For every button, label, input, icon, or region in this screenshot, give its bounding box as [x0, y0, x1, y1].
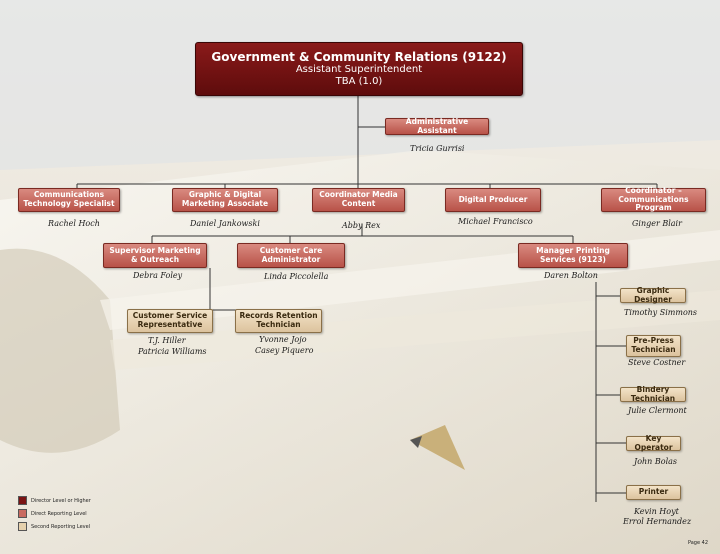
director-subtitle: Assistant Superintendent [295, 64, 423, 76]
records-name-2: Casey Piquero [255, 346, 314, 355]
printer-name-2: Errol Hernandez [623, 517, 692, 526]
bindery-label: Bindery Technician [630, 384, 676, 403]
records-name-1: Yvonne Jojo [259, 335, 307, 344]
admin-assistant-box: Administrative Assistant [385, 116, 489, 135]
admin-assistant-name: Tricia Gurrisi [410, 144, 465, 153]
customer-care-box: Customer Care Administrator [237, 243, 345, 268]
csr-name-1: T.J. Hiller [148, 336, 186, 345]
media-content-label: Coordinator Media Content [319, 190, 398, 208]
legend-direct: Direct Reporting Level [18, 509, 87, 518]
comm-program-box: Coordinator – Communications Program [601, 186, 706, 213]
records-retention-box: Records Retention Technician [235, 309, 322, 333]
pre-press-name: Steve Costner [628, 358, 686, 367]
manager-printing-label: Manager Printing Services (9123) [536, 245, 610, 264]
graphic-designer-name: Timothy Simmons [624, 308, 698, 317]
graphic-digital-label: Graphic & Digital Marketing Associate [181, 190, 269, 208]
supervisor-name: Debra Foley [133, 271, 183, 280]
bindery-box: Bindery Technician [620, 384, 686, 403]
digital-producer-label: Digital Producer [458, 194, 528, 204]
printer-box: Printer [626, 485, 681, 500]
legend-swatch-director [18, 496, 27, 505]
csr-name-2: Patricia Williams [138, 347, 207, 356]
key-operator-name: John Bolas [634, 457, 677, 466]
director-box: Government & Community Relations (9122) … [195, 42, 523, 96]
supervisor-box: Supervisor Marketing & Outreach [103, 243, 207, 268]
printer-label: Printer [638, 487, 669, 497]
director-title: Government & Community Relations (9122) [211, 49, 507, 64]
legend-swatch-second [18, 522, 27, 531]
media-content-box: Coordinator Media Content [312, 188, 405, 212]
digital-producer-name: Michael Francisco [458, 217, 533, 226]
key-operator-box: Key Operator [626, 433, 681, 452]
printer-name-1: Kevin Hoyt [634, 507, 679, 516]
director-tba: TBA (1.0) [335, 75, 383, 87]
legend-director: Director Level or Higher [18, 496, 91, 505]
legend-label-direct: Direct Reporting Level [31, 510, 87, 517]
customer-care-label: Customer Care Administrator [259, 245, 323, 264]
pre-press-box: Pre-Press Technician [626, 335, 681, 357]
media-content-name: Abby Rex [342, 221, 381, 230]
records-retention-label: Records Retention Technician [239, 311, 318, 329]
page-number: Page 42 [687, 540, 708, 546]
graphic-digital-box: Graphic & Digital Marketing Associate [172, 188, 278, 212]
legend-second: Second Reporting Level [18, 522, 90, 531]
csr-box: Customer Service Representative [127, 309, 213, 333]
graphic-digital-name: Daniel Jankowski [190, 219, 260, 228]
csr-label: Customer Service Representative [132, 311, 208, 329]
manager-printing-box: Manager Printing Services (9123) [518, 243, 628, 268]
manager-printing-name: Daren Bolton [544, 271, 598, 280]
comm-tech-name: Rachel Hoch [48, 219, 100, 228]
graphic-designer-label: Graphic Designer [634, 285, 672, 304]
admin-assistant-label: Administrative Assistant [405, 116, 469, 135]
graphic-designer-box: Graphic Designer [620, 285, 686, 304]
legend-label-second: Second Reporting Level [31, 523, 91, 530]
legend-label-director: Director Level or Higher [31, 497, 91, 504]
supervisor-label: Supervisor Marketing & Outreach [109, 245, 201, 264]
comm-program-label: Coordinator – Communications Program [618, 186, 689, 213]
comm-program-name: Ginger Blair [632, 219, 682, 228]
key-operator-label: Key Operator [634, 433, 673, 452]
pre-press-label: Pre-Press Technician [631, 336, 676, 354]
legend-swatch-direct [18, 509, 27, 518]
comm-tech-label: Communications Technology Specialist [23, 190, 115, 208]
customer-care-name: Linda Piccolella [264, 272, 329, 281]
digital-producer-box: Digital Producer [445, 188, 541, 212]
bindery-name: Julie Clermont [628, 406, 687, 415]
comm-tech-box: Communications Technology Specialist [18, 188, 120, 212]
